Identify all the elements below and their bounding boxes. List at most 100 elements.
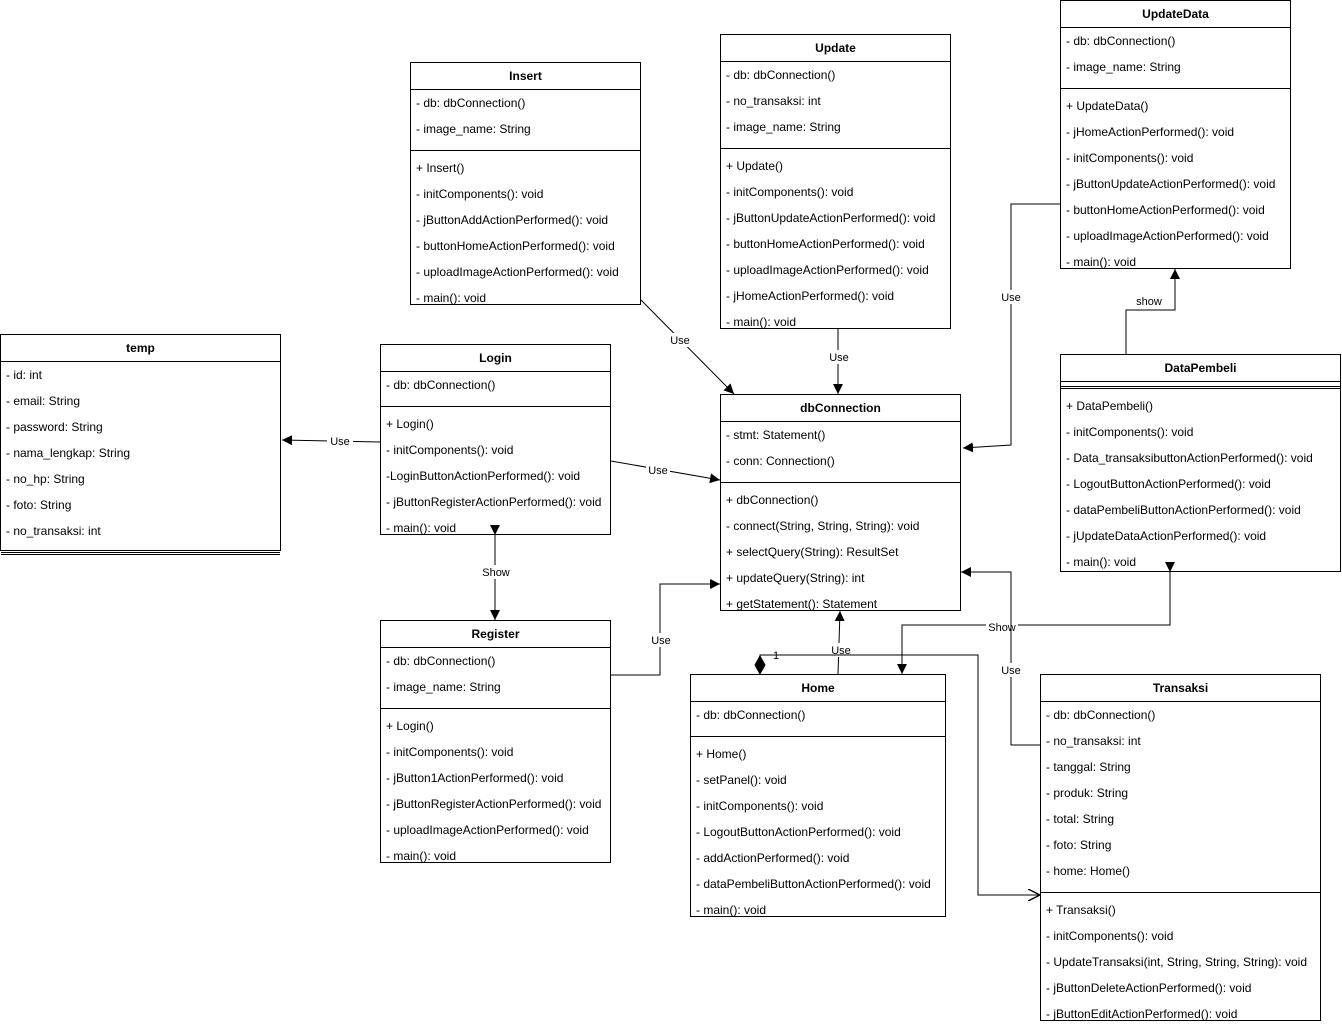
operation-row: - jButtonDeleteActionPerformed(): void xyxy=(1046,981,1252,995)
class-name: Home xyxy=(691,675,945,702)
operation-row: - main(): void xyxy=(726,315,797,329)
edge-register-db xyxy=(611,579,720,676)
operations-section: + Update()- initComponents(): void- jBut… xyxy=(721,149,950,335)
edge-label-datapembeli-show: show xyxy=(1136,296,1162,308)
operation-row: - main(): void xyxy=(386,521,457,535)
operation-row: - dataPembeliButtonActionPerformed(): vo… xyxy=(696,877,931,891)
edge-label-login-temp-use: Use xyxy=(330,436,350,448)
operations-section: + Login()- initComponents(): void- jButt… xyxy=(381,709,610,869)
operations-section: + DataPembeli()- initComponents(): void-… xyxy=(1061,389,1340,575)
attribute-row: - image_name: String xyxy=(416,122,531,136)
edge-label-transaksi-use: Use xyxy=(1001,665,1021,677)
edge-transaksi-db xyxy=(961,567,1040,746)
edge-updatedata-db xyxy=(962,203,1060,453)
attribute-row: - conn: Connection() xyxy=(726,454,835,468)
operation-row: - initComponents(): void xyxy=(386,443,514,457)
attribute-row: - db: dbConnection() xyxy=(386,654,496,668)
attribute-row: - image_name: String xyxy=(726,120,841,134)
edge-label-home-use: Use xyxy=(831,645,851,657)
operation-row: - LogoutButtonActionPerformed(): void xyxy=(1066,477,1271,491)
operation-row: - jButtonUpdateActionPerformed(): void xyxy=(1066,177,1276,191)
class-home: Home- db: dbConnection() + Home() - setPan… xyxy=(690,674,946,917)
attributes-section: - db: dbConnection() - no_transaksi: int -… xyxy=(721,62,950,149)
attribute-row: - tanggal: String xyxy=(1046,760,1131,774)
operation-row: - main(): void xyxy=(696,903,767,917)
class-name: Update xyxy=(721,35,950,62)
attribute-row: - image_name: String xyxy=(386,680,501,694)
class-datapembeli: DataPembeli + DataPembeli()- initComponen… xyxy=(1060,354,1341,572)
operation-row: + dbConnection() xyxy=(726,493,819,507)
attribute-row: - id: int xyxy=(6,368,43,382)
edge-label-insert-use: Use xyxy=(670,335,690,347)
operation-row: + UpdateData() xyxy=(1066,99,1149,113)
operation-row: - main(): void xyxy=(1066,255,1137,269)
operation-row: - uploadImageActionPerformed(): void xyxy=(726,263,929,277)
operation-row: + Home() xyxy=(696,747,747,761)
class-name: Transaksi xyxy=(1041,675,1320,702)
edge-label-login-db-use: Use xyxy=(648,465,668,477)
attribute-row: - foto: String xyxy=(1046,838,1112,852)
operation-row: - main(): void xyxy=(416,291,487,305)
class-transaksi: Transaksi- db: dbConnection()- no_transa… xyxy=(1040,674,1321,1021)
attributes-section: - db: dbConnection() - image_name: String xyxy=(1061,28,1290,89)
operations-section: + dbConnection()- connect(String, String… xyxy=(721,483,960,617)
attribute-row: - db: dbConnection() xyxy=(726,68,836,82)
attribute-row: - no_transaksi: int xyxy=(1046,734,1141,748)
edge-home-transaksi xyxy=(759,654,1040,895)
edge-label-register-use: Use xyxy=(651,635,671,647)
operation-row: - initComponents(): void xyxy=(696,799,824,813)
operation-row: - uploadImageActionPerformed(): void xyxy=(386,823,589,837)
operation-row: - buttonHomeActionPerformed(): void xyxy=(1066,203,1265,217)
operation-row: - initComponents(): void xyxy=(1046,929,1174,943)
attribute-row: - foto: String xyxy=(6,498,72,512)
attribute-row: - nama_lengkap: String xyxy=(6,446,131,460)
operation-row: -LoginButtonActionPerformed(): void xyxy=(386,469,581,483)
attribute-row: - db: dbConnection() xyxy=(416,96,526,110)
operations-section: + Insert()- initComponents(): void- jBut… xyxy=(411,151,640,311)
attributes-section: - db: dbConnection() xyxy=(381,372,610,407)
attributes-section: - id: int- email: String- password: Stri… xyxy=(1,362,280,555)
operation-row: - initComponents(): void xyxy=(1066,151,1194,165)
attributes-section: - db: dbConnection() - image_name: String xyxy=(411,90,640,151)
composition-diamond xyxy=(754,654,766,676)
operation-row: - initComponents(): void xyxy=(1066,425,1194,439)
attribute-row: - image_name: String xyxy=(1066,60,1181,74)
operation-row: + Login() xyxy=(386,719,434,733)
edge-label-login-register-show: Show xyxy=(482,567,510,579)
class-login: Login- db: dbConnection()+ Login()- init… xyxy=(380,344,611,535)
attribute-row: - total: String xyxy=(1046,812,1115,826)
operation-row: - jButton1ActionPerformed(): void xyxy=(386,771,564,785)
operation-row: - jButtonRegisterActionPerformed(): void xyxy=(386,797,602,811)
operation-row: - LogoutButtonActionPerformed(): void xyxy=(696,825,901,839)
operation-row: - Data_transaksibuttonActionPerformed():… xyxy=(1066,451,1313,465)
operation-row: - buttonHomeActionPerformed(): void xyxy=(726,237,925,251)
class-name: Login xyxy=(381,345,610,372)
attribute-row: - db: dbConnection() xyxy=(1066,34,1176,48)
operation-row: - jButtonRegisterActionPerformed(): void xyxy=(386,495,602,509)
edge-label-datapembeli-home-show: Show xyxy=(988,622,1016,634)
operation-row: + updateQuery(String): int xyxy=(726,571,865,585)
attribute-row: - produk: String xyxy=(1046,786,1129,800)
edge-label-update-use: Use xyxy=(829,352,849,364)
operation-row: - uploadImageActionPerformed(): void xyxy=(416,265,619,279)
class-name: temp xyxy=(1,335,280,362)
class-name: UpdateData xyxy=(1061,1,1290,28)
operation-row: - setPanel(): void xyxy=(696,773,787,787)
operation-row: - uploadImageActionPerformed(): void xyxy=(1066,229,1269,243)
operation-row: - buttonHomeActionPerformed(): void xyxy=(416,239,615,253)
operation-row: - main(): void xyxy=(386,849,457,863)
operation-row: - dataPembeliButtonActionPerformed(): vo… xyxy=(1066,503,1301,517)
attributes-section: - db: dbConnection() xyxy=(691,702,945,737)
operation-row: - jButtonAddActionPerformed(): void xyxy=(416,213,609,227)
class-name: DataPembeli xyxy=(1061,355,1340,382)
attribute-row: - stmt: Statement() xyxy=(726,428,826,442)
attributes-section: - stmt: Statement() - conn: Connection() xyxy=(721,422,960,483)
class-register: Register - db: dbConnection() - image_name… xyxy=(380,620,611,863)
attribute-row: - no_transaksi: int xyxy=(726,94,821,108)
operation-row: + Update() xyxy=(726,159,784,173)
class-name: Register xyxy=(381,621,610,648)
edge-label-home-transaksi-mult: 1 xyxy=(773,650,779,662)
attribute-row: - db: dbConnection() xyxy=(386,378,496,392)
